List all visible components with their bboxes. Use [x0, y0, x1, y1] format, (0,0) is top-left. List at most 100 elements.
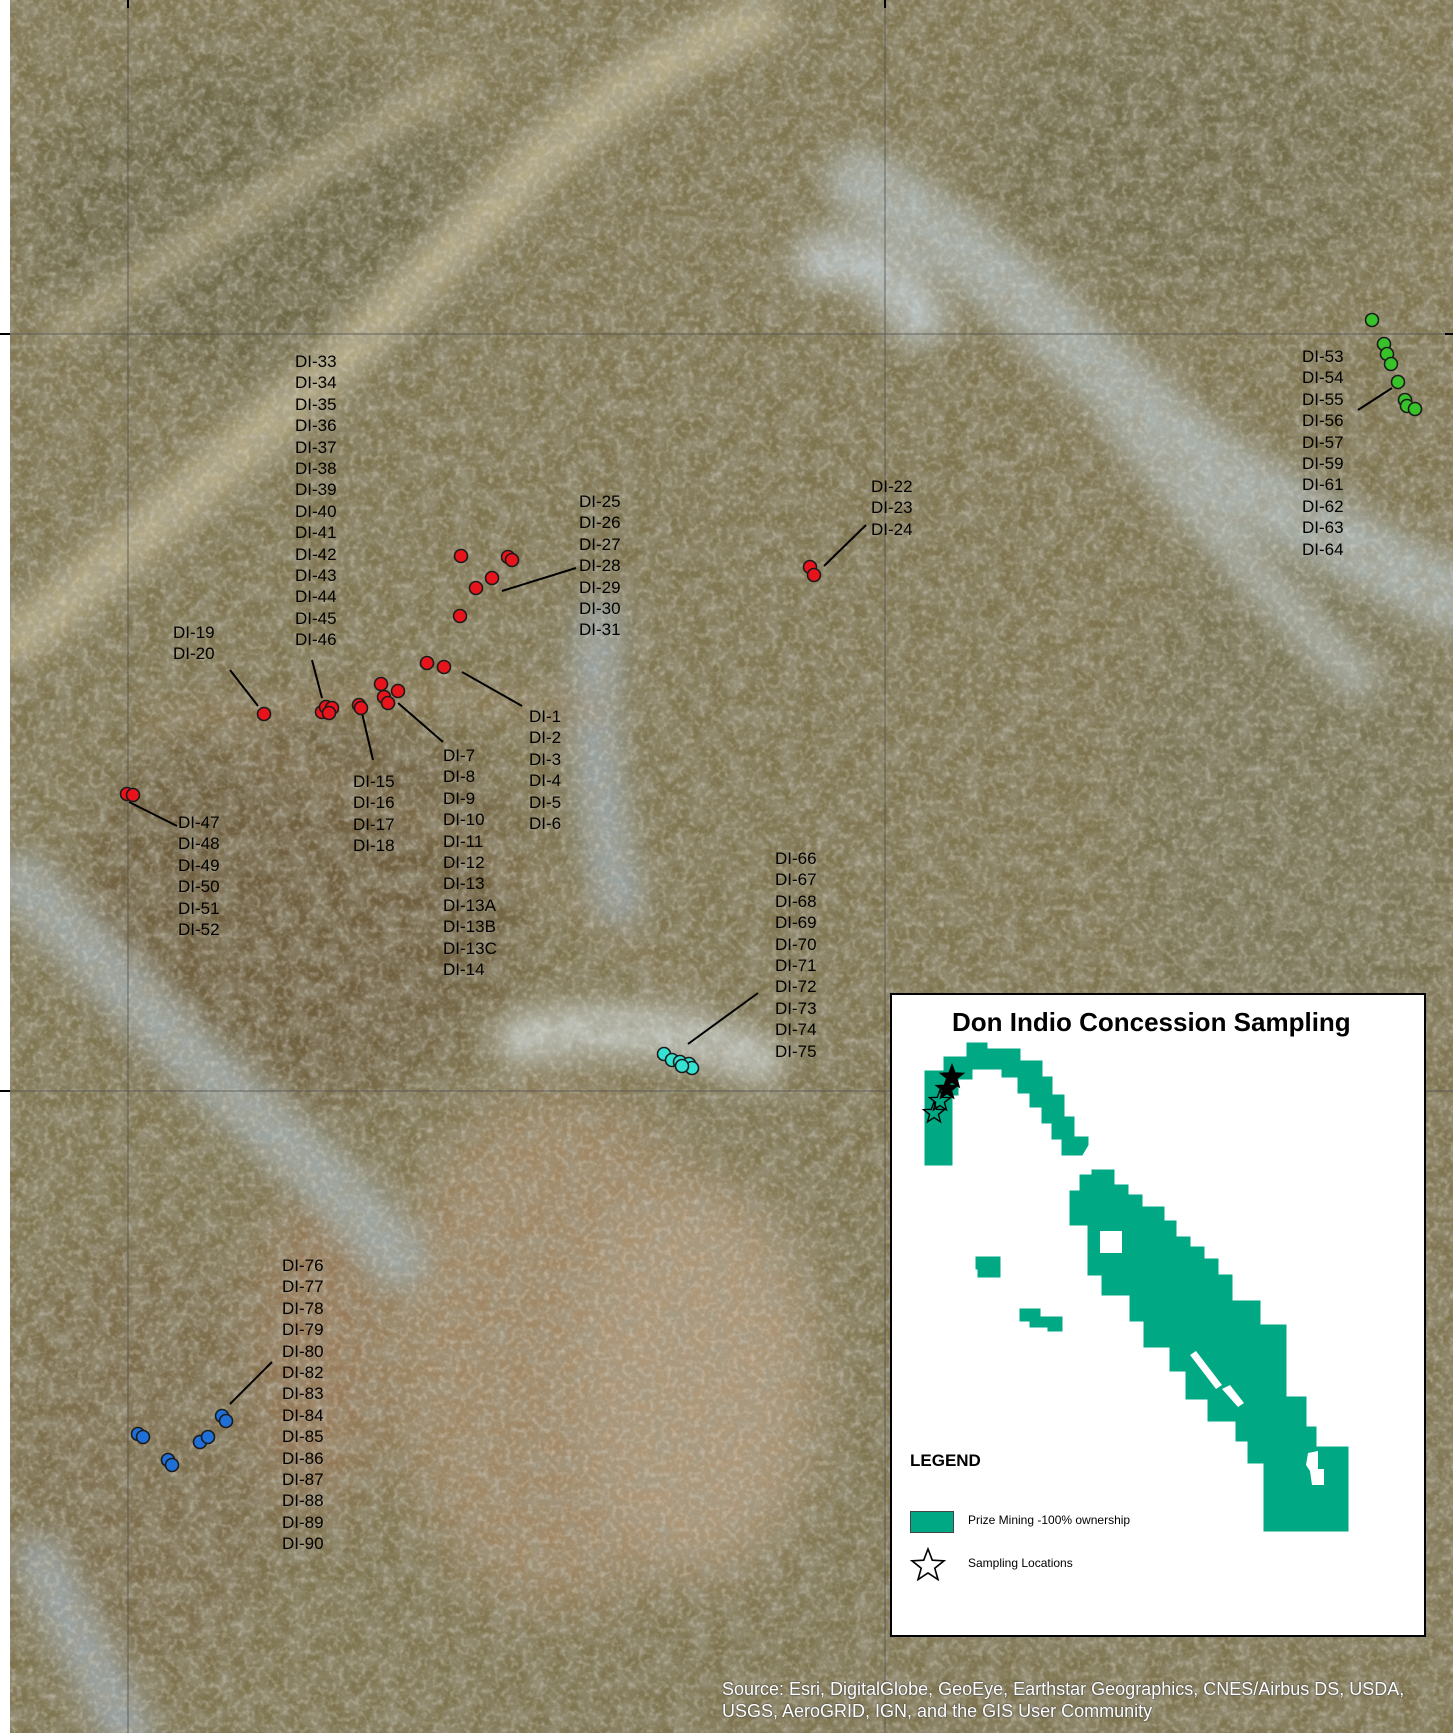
- sample-point[interactable]: [164, 1457, 180, 1473]
- sample-label: DI-38: [295, 459, 337, 479]
- sample-label: DI-88: [282, 1491, 324, 1511]
- leader-line: [229, 669, 259, 707]
- leader-line: [128, 801, 178, 827]
- sample-label: DI-85: [282, 1427, 324, 1447]
- sample-point[interactable]: [674, 1058, 690, 1074]
- sample-label: DI-56: [1302, 411, 1344, 431]
- sample-point[interactable]: [453, 548, 469, 564]
- source-attribution: Source: Esri, DigitalGlobe, GeoEye, Eart…: [722, 1679, 1405, 1721]
- sample-label: DI-30: [579, 599, 621, 619]
- sample-point[interactable]: [436, 659, 452, 675]
- sample-point[interactable]: [353, 700, 369, 716]
- sample-label: DI-47: [178, 813, 220, 832]
- sample-point[interactable]: [468, 580, 484, 596]
- sample-point[interactable]: [1407, 401, 1423, 417]
- sample-label: DI-37: [295, 437, 337, 457]
- sample-label: DI-27: [579, 534, 621, 554]
- legend-swatch-concession: [910, 1511, 954, 1533]
- sample-point[interactable]: [135, 1429, 151, 1445]
- leader-line: [823, 524, 867, 567]
- sample-label: DI-52: [178, 920, 220, 940]
- sample-label: DI-43: [295, 566, 337, 586]
- sample-label: DI-53: [1302, 347, 1344, 366]
- legend-title: LEGEND: [910, 1451, 981, 1470]
- sample-label: DI-35: [295, 394, 337, 414]
- sample-label: DI-25: [579, 492, 621, 511]
- sample-label: DI-8: [443, 767, 476, 787]
- leader-line: [687, 992, 759, 1045]
- sample-label: DI-64: [1302, 539, 1344, 559]
- sample-point[interactable]: [1383, 356, 1399, 372]
- sample-point[interactable]: [419, 655, 435, 671]
- sample-label: DI-87: [282, 1470, 324, 1490]
- sample-label: DI-20: [173, 644, 215, 664]
- sample-label: DI-13A: [443, 895, 496, 915]
- graticule-tick-left-2: [0, 1090, 10, 1092]
- sample-point[interactable]: [218, 1413, 234, 1429]
- sample-label: DI-15: [353, 772, 395, 791]
- leader-line: [461, 671, 523, 707]
- sample-point[interactable]: [504, 552, 520, 568]
- concession-polygon-main: [1069, 1169, 1349, 1532]
- star-icon: [910, 1547, 946, 1581]
- sample-point[interactable]: [200, 1429, 216, 1445]
- sample-label: DI-40: [295, 501, 337, 521]
- sample-label: DI-73: [775, 998, 817, 1018]
- sample-label: DI-89: [282, 1512, 324, 1532]
- leader-line: [397, 702, 444, 743]
- sample-point[interactable]: [380, 695, 396, 711]
- sample-label: DI-23: [871, 498, 913, 518]
- sample-label: DI-41: [295, 523, 337, 543]
- leader-line: [1357, 387, 1393, 411]
- sample-label: DI-54: [1302, 368, 1344, 388]
- sample-label: DI-19: [173, 623, 215, 642]
- sample-point[interactable]: [321, 705, 337, 721]
- sample-label: DI-34: [295, 373, 337, 393]
- sample-label: DI-22: [871, 477, 913, 496]
- sample-label: DI-28: [579, 556, 621, 576]
- sample-label: DI-77: [282, 1277, 324, 1297]
- sample-point[interactable]: [390, 683, 406, 699]
- sample-label: DI-16: [353, 793, 395, 813]
- sample-label: DI-13: [443, 874, 485, 894]
- sample-point[interactable]: [256, 706, 272, 722]
- graticule-tick-left-1: [0, 333, 10, 335]
- sample-label: DI-31: [579, 620, 621, 640]
- sample-label: DI-29: [579, 577, 621, 597]
- sample-label: DI-61: [1302, 475, 1344, 495]
- sample-label: DI-57: [1302, 432, 1344, 452]
- inset-map-panel: Don Indio Concession Sampling LEGEND Pri…: [890, 993, 1426, 1637]
- sample-label: DI-5: [529, 792, 562, 812]
- sample-label: DI-13C: [443, 938, 497, 958]
- sample-label: DI-72: [775, 977, 817, 997]
- sample-point[interactable]: [1390, 374, 1406, 390]
- sample-point[interactable]: [806, 567, 822, 583]
- sample-point[interactable]: [484, 570, 500, 586]
- sample-label: DI-48: [178, 834, 220, 854]
- sample-label: DI-44: [295, 587, 337, 607]
- sample-label: DI-26: [579, 513, 621, 533]
- sample-label: DI-59: [1302, 454, 1344, 474]
- sample-label: DI-90: [282, 1534, 324, 1554]
- sample-label: DI-80: [282, 1341, 324, 1361]
- sample-label: DI-69: [775, 913, 817, 933]
- sample-label: DI-74: [775, 1020, 817, 1040]
- star-icon: [927, 1087, 953, 1112]
- sample-label: DI-78: [282, 1298, 324, 1318]
- graticule-tick-top-1: [127, 0, 129, 8]
- sample-point[interactable]: [452, 608, 468, 624]
- sample-label: DI-6: [529, 814, 562, 834]
- sample-label: DI-68: [775, 891, 817, 911]
- sample-point[interactable]: [125, 787, 141, 803]
- star-icon: [934, 1075, 960, 1100]
- sample-point[interactable]: [373, 676, 389, 692]
- sample-label: DI-63: [1302, 518, 1344, 538]
- sample-point[interactable]: [1364, 312, 1380, 328]
